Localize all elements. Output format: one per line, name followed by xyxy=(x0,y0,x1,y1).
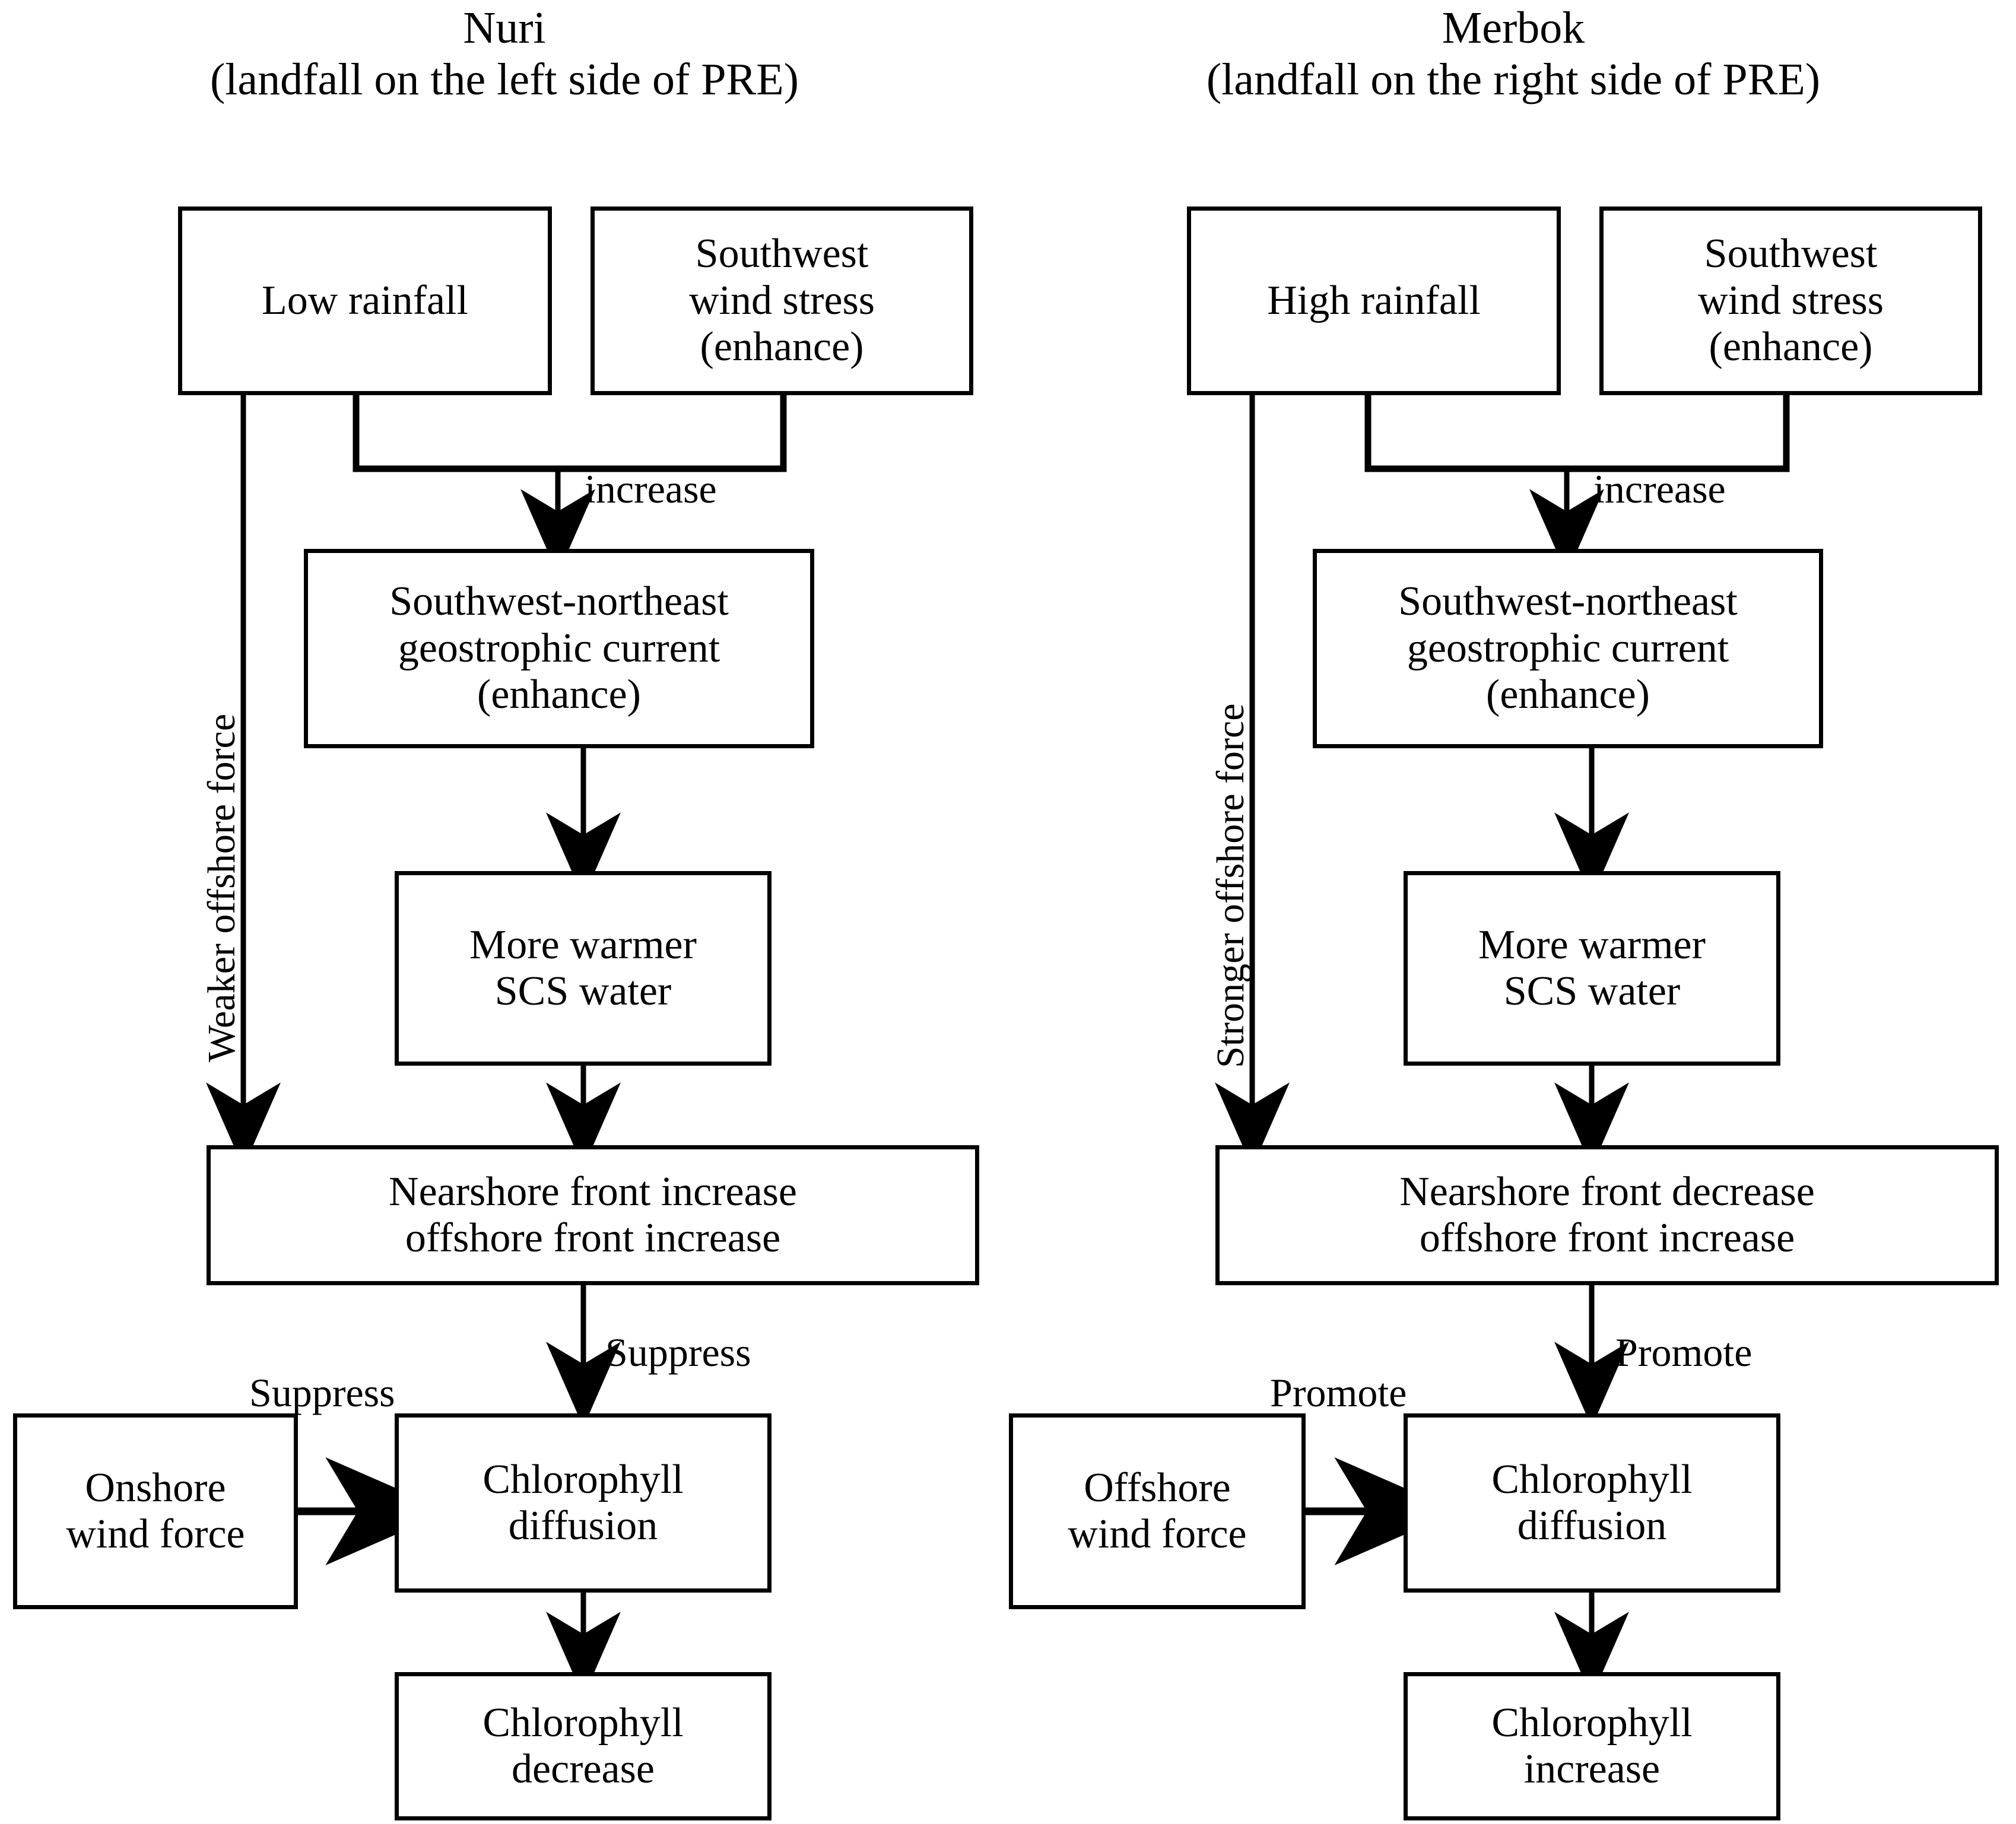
edge-label-weaker-offshore-force-text: Weaker offshore force xyxy=(200,713,243,1062)
panel-title-nuri-sub: (landfall on the left side of PRE) xyxy=(210,54,799,104)
edge-label-promote-from-front-text: Promote xyxy=(1615,1330,1753,1375)
panel-title-merbok: Merbok (landfall on the right side of PR… xyxy=(1080,2,1947,105)
edge-label-promote-from-wind-text: Promote xyxy=(1270,1370,1407,1415)
wire-windstress-junction-right xyxy=(1567,395,1790,472)
wire-rainfall-junction-right xyxy=(1364,395,1567,472)
node-low-rainfall[interactable]: Low rainfall xyxy=(178,206,552,395)
wire-windstress-junction-left xyxy=(558,395,787,472)
node-high-rainfall[interactable]: High rainfall xyxy=(1187,206,1561,395)
edge-label-suppress-from-wind: Suppress xyxy=(249,1369,395,1416)
edge-label-increase-left: increase xyxy=(585,466,717,513)
panel-title-nuri-name: Nuri xyxy=(463,3,546,53)
edge-label-promote-from-wind: Promote xyxy=(1270,1369,1407,1416)
edge-label-suppress-from-front: Suppress xyxy=(605,1329,751,1376)
node-high-rainfall-label: High rainfall xyxy=(1267,277,1481,323)
panel-title-merbok-sub: (landfall on the right side of PRE) xyxy=(1206,54,1821,104)
node-low-rainfall-label: Low rainfall xyxy=(262,277,468,323)
edge-label-stronger-offshore-force: Stronger offshore force xyxy=(1208,703,1253,1068)
wire-rainfall-junction-left xyxy=(353,395,558,472)
edge-label-increase-left-text: increase xyxy=(585,466,717,511)
panel-title-nuri: Nuri (landfall on the left side of PRE) xyxy=(71,2,938,105)
edge-label-promote-from-front: Promote xyxy=(1615,1329,1752,1376)
edge-label-suppress-from-wind-text: Suppress xyxy=(249,1370,395,1415)
edge-label-suppress-from-front-text: Suppress xyxy=(605,1330,751,1375)
edge-label-increase-right: increase xyxy=(1593,466,1726,513)
panel-title-merbok-name: Merbok xyxy=(1442,3,1585,53)
edge-label-stronger-offshore-force-text: Stronger offshore force xyxy=(1209,703,1252,1068)
edge-label-increase-right-text: increase xyxy=(1593,466,1726,511)
edge-label-weaker-offshore-force: Weaker offshore force xyxy=(199,714,245,1062)
